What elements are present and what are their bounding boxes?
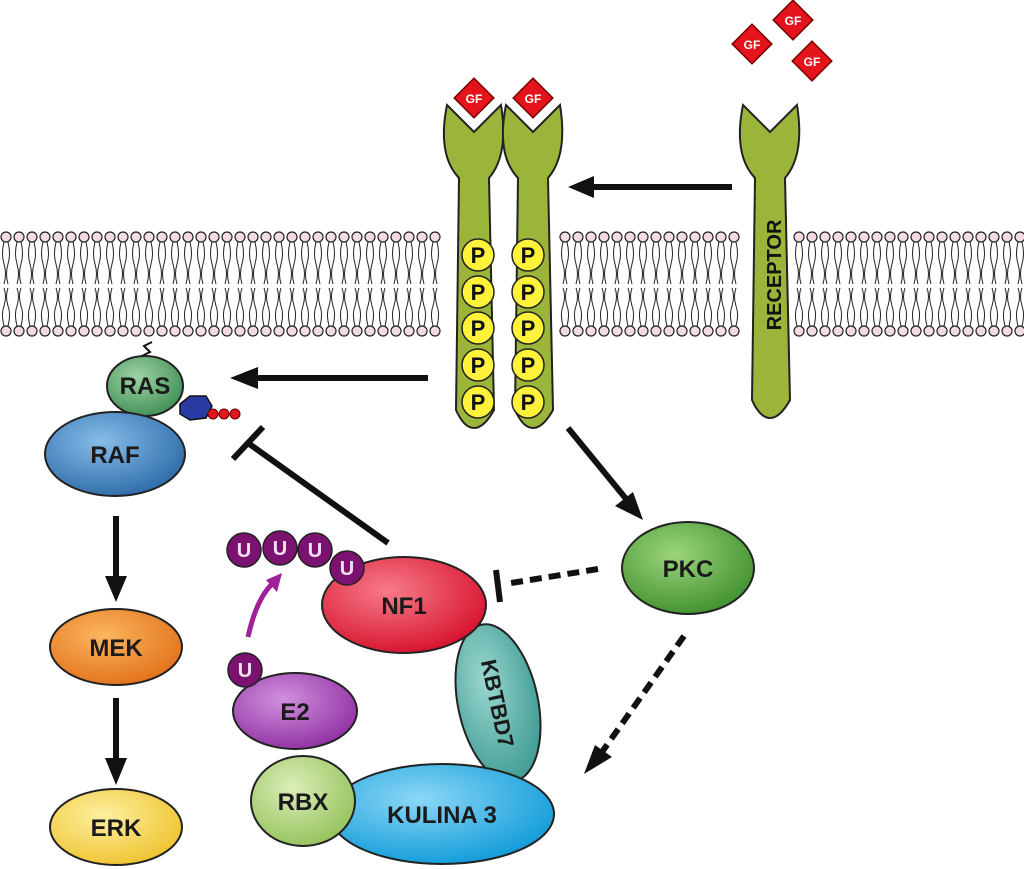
phosphate-group-icon — [511, 348, 545, 382]
phosphate-dot — [207, 408, 219, 420]
phosphate-group-icon — [511, 275, 545, 309]
mek-node — [49, 608, 183, 686]
nf1-node — [321, 556, 487, 654]
pkc-node — [621, 521, 755, 615]
phosphate-label: P — [521, 353, 536, 378]
inhibition-line — [246, 440, 390, 546]
cell-membrane — [0, 231, 1024, 337]
gf-ligand — [731, 23, 773, 65]
gf-label: GF — [744, 38, 761, 52]
ubiquitin-label: U — [340, 558, 354, 580]
gf-label: GF — [466, 92, 483, 106]
arrowhead-icon — [105, 758, 127, 785]
ubiquitin-marker — [262, 530, 298, 566]
rbx-node — [250, 755, 356, 847]
phosphate-label: P — [471, 390, 486, 415]
phosphate-group-icon — [461, 275, 495, 309]
gf-ligand — [512, 77, 554, 119]
gf-ligand — [772, 0, 814, 41]
ras-raf-complex: RAS RAF — [44, 341, 241, 497]
kulina3-label: KULINA 3 — [387, 802, 497, 829]
gtp-icon — [179, 395, 213, 421]
phosphate-label: P — [521, 316, 536, 341]
phosphate-group-icon — [511, 311, 545, 345]
erk-label: ERK — [91, 815, 142, 842]
arrowhead-icon — [266, 573, 282, 592]
arrowhead-icon — [230, 367, 258, 389]
e2-label: E2 — [280, 699, 309, 726]
arrowhead-icon — [568, 176, 594, 198]
phosphate-group-icon — [461, 311, 495, 345]
ras-label: RAS — [120, 373, 171, 400]
phosphate-group-icon — [511, 385, 545, 419]
nf1-label: NF1 — [381, 593, 426, 620]
mek-label: MEK — [89, 635, 143, 662]
phosphate-label: P — [471, 280, 486, 305]
arrowhead-icon — [615, 492, 643, 520]
ubiquitin-label: U — [273, 538, 287, 560]
phosphate-group-icon — [461, 348, 495, 382]
phosphate-dot — [218, 408, 230, 420]
pkc-label: PKC — [663, 556, 714, 583]
phosphate-label: P — [521, 390, 536, 415]
arrow-activation-dashed — [599, 634, 687, 754]
ubiquitin-marker — [226, 532, 262, 568]
rbx-label: RBX — [278, 789, 329, 816]
arrowhead-icon — [105, 576, 127, 602]
phosphate-label: P — [521, 280, 536, 305]
phosphate-label: P — [471, 243, 486, 268]
ubiquitin-marker — [297, 532, 333, 568]
free-growth-factors: GF GF GF — [731, 0, 833, 82]
arrow-activation — [565, 426, 630, 502]
ubiquitin-marker — [227, 652, 263, 688]
phosphate-group-icon — [511, 238, 545, 272]
phosphate-label: P — [521, 243, 536, 268]
raf-node — [44, 411, 186, 497]
phosphate-group-icon — [461, 238, 495, 272]
ubiquitin-transfer-arrow — [245, 582, 274, 638]
inhibition-bar — [230, 424, 266, 462]
inhibition-bar — [493, 569, 503, 603]
ubiquitin-label: U — [237, 540, 251, 562]
phosphate-dot — [229, 408, 241, 420]
gf-label: GF — [525, 92, 542, 106]
ubiquitin-label: U — [308, 540, 322, 562]
gf-ligand — [453, 77, 495, 119]
interaction-edges — [105, 176, 732, 785]
ubiquitin-label: U — [238, 660, 252, 682]
raf-label: RAF — [90, 442, 139, 469]
phosphate-group-icon — [461, 385, 495, 419]
inhibition-line-dashed — [504, 566, 599, 587]
ubiquitin-marker — [329, 550, 365, 586]
gf-label: GF — [785, 14, 802, 28]
gf-label: GF — [804, 55, 821, 69]
arrowhead-icon — [584, 745, 612, 774]
phosphate-label: P — [471, 353, 486, 378]
polyubiquitin-chain: U U U U — [226, 530, 365, 586]
erk-node — [49, 788, 183, 866]
phosphate-label: P — [471, 316, 486, 341]
receptor-label: RECEPTOR — [764, 219, 786, 330]
gf-ligand — [791, 40, 833, 82]
e2-node — [232, 672, 358, 750]
receptor-inactive: RECEPTOR — [738, 102, 801, 420]
